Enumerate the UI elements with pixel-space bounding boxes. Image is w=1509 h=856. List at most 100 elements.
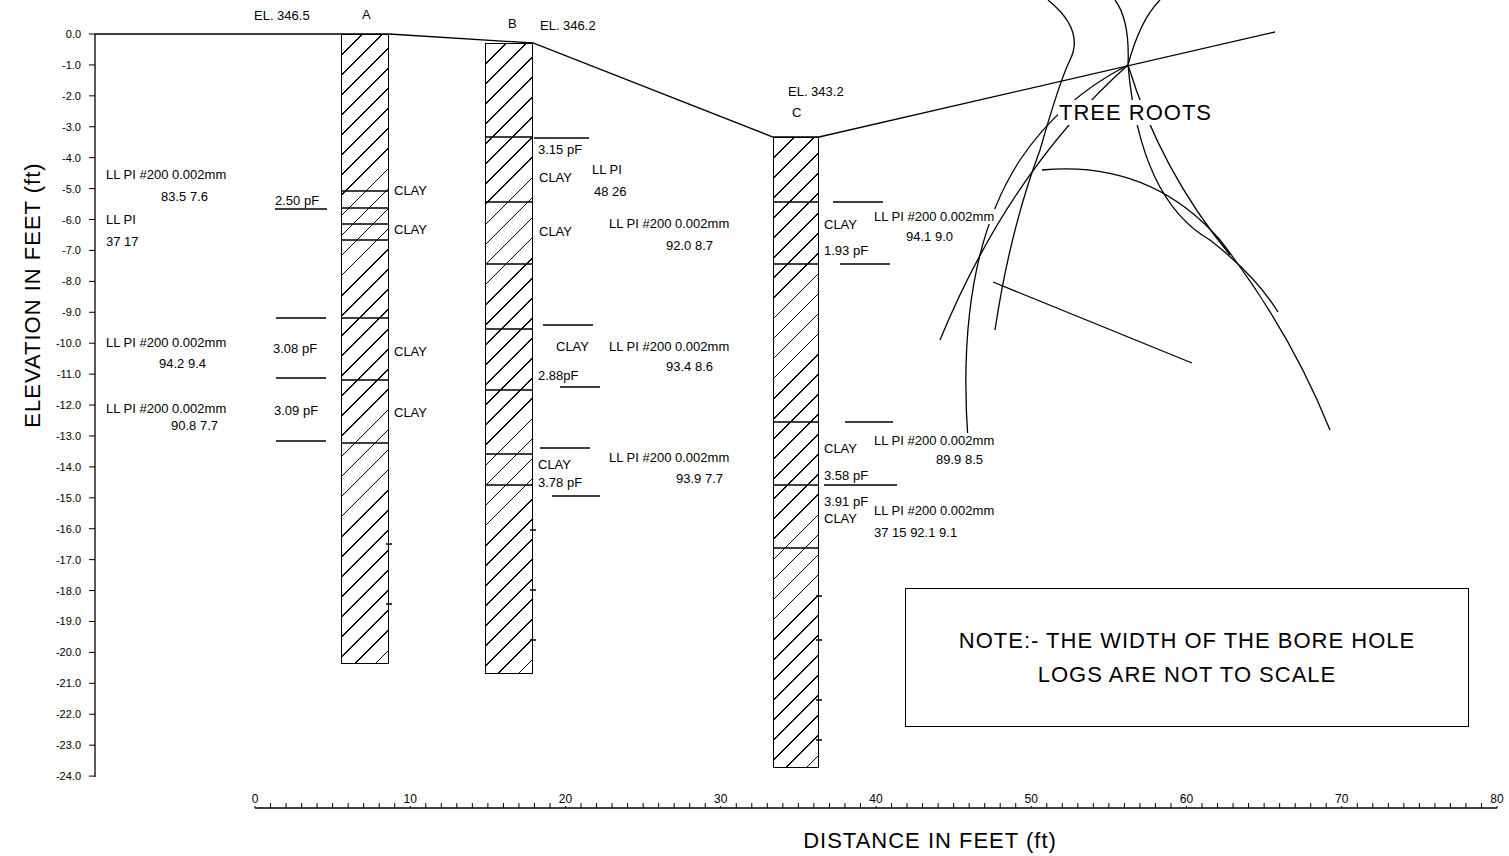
test-value: LL PI xyxy=(105,212,137,227)
test-value: 83.5 7.6 xyxy=(160,189,209,204)
test-value: CLAY xyxy=(393,344,428,359)
axis-tick xyxy=(379,803,380,808)
test-value: 92.0 8.7 xyxy=(665,238,714,253)
bore-hole-log: EL. 346.5A xyxy=(341,34,389,664)
axis-tick xyxy=(643,803,644,808)
axis-tick-label: -18.0 xyxy=(55,584,82,597)
axis-tick xyxy=(1077,803,1078,808)
axis-tick-label: -21.0 xyxy=(55,677,82,690)
test-value: CLAY xyxy=(823,511,858,526)
test-value: 37 17 xyxy=(105,234,140,249)
axis-tick xyxy=(89,590,95,591)
axis-tick xyxy=(1357,803,1358,808)
axis-tick-label: -13.0 xyxy=(55,429,82,442)
bore-layer-lines xyxy=(341,137,822,740)
test-value: CLAY xyxy=(393,183,428,198)
axis-title: ELEVATION IN FEET (ft) xyxy=(20,161,45,428)
test-value: 48 26 xyxy=(593,184,628,199)
axis-tick xyxy=(1450,803,1451,808)
axis-tick xyxy=(596,803,597,808)
test-value: 94.1 9.0 xyxy=(905,229,954,244)
test-value: LL PI #200 0.002mm xyxy=(105,167,227,182)
bore-heading: EL. 346.2 xyxy=(540,18,596,33)
axis-tick xyxy=(969,803,970,808)
axis-tick xyxy=(89,714,95,715)
test-value: LL PI #200 0.002mm xyxy=(105,401,227,416)
test-value: 90.8 7.7 xyxy=(170,418,219,433)
axis-tick xyxy=(332,803,333,808)
axis-tick xyxy=(348,803,349,808)
axis-tick-label: -2.0 xyxy=(61,89,82,102)
axis-tick-label: -5.0 xyxy=(61,182,82,195)
axis-tick xyxy=(782,803,783,808)
axis-tick xyxy=(89,466,95,467)
axis-tick xyxy=(89,64,95,65)
test-value: 3.08 pF xyxy=(272,341,318,356)
axis-tick xyxy=(89,435,95,436)
axis-tick-label: 0.0 xyxy=(65,28,82,41)
axis-tick xyxy=(1372,803,1373,808)
axis-tick-label: -20.0 xyxy=(55,646,82,659)
axis-tick-label: 80 xyxy=(1489,792,1504,806)
axis-tick xyxy=(487,803,488,808)
axis-tick-label: 0 xyxy=(251,792,260,806)
axis-tick xyxy=(89,683,95,684)
axis-tick xyxy=(1170,803,1171,808)
axis-tick xyxy=(1046,803,1047,808)
axis-tick-label: -8.0 xyxy=(61,275,82,288)
axis-tick xyxy=(89,126,95,127)
axis-tick-label: -22.0 xyxy=(55,708,82,721)
note-text: NOTE:- THE WIDTH OF THE BORE HOLE LOGS A… xyxy=(952,624,1422,692)
axis-tick xyxy=(1310,803,1311,808)
bore-heading: C xyxy=(792,105,801,120)
test-value: 3.91 pF xyxy=(823,494,869,509)
note-box: NOTE:- THE WIDTH OF THE BORE HOLE LOGS A… xyxy=(905,588,1469,727)
axis-tick-label: 70 xyxy=(1334,792,1349,806)
bore-heading: EL. 343.2 xyxy=(788,84,844,99)
axis-tick xyxy=(1093,803,1094,808)
axis-tick xyxy=(1062,803,1063,808)
axis-tick xyxy=(89,34,95,35)
axis-tick xyxy=(938,803,939,808)
axis-tick xyxy=(441,803,442,808)
test-value: 3.58 pF xyxy=(823,468,869,483)
test-value: CLAY xyxy=(538,224,573,239)
axis-tick xyxy=(1279,803,1280,808)
axis-tick xyxy=(89,343,95,344)
axis-tick xyxy=(472,803,473,808)
axis-tick xyxy=(1155,803,1156,808)
axis-tick xyxy=(89,528,95,529)
axis-tick xyxy=(1108,803,1109,808)
ground-line xyxy=(95,32,1275,137)
test-value: 2.50 pF xyxy=(274,193,320,208)
test-value: CLAY xyxy=(555,339,590,354)
axis-tick xyxy=(89,621,95,622)
test-value: LL PI #200 0.002mm xyxy=(608,216,730,231)
axis-tick-label: -7.0 xyxy=(61,244,82,257)
axis-tick xyxy=(89,219,95,220)
axis-tick xyxy=(705,803,706,808)
axis-tick xyxy=(891,803,892,808)
test-value: LL PI #200 0.002mm xyxy=(105,335,227,350)
test-value: CLAY xyxy=(537,457,572,472)
axis-tick xyxy=(89,559,95,560)
axis-tick xyxy=(984,803,985,808)
axis-tick xyxy=(736,803,737,808)
axis-tick xyxy=(549,803,550,808)
axis-tick xyxy=(456,803,457,808)
axis-tick xyxy=(89,157,95,158)
axis-tick xyxy=(907,803,908,808)
axis-tick xyxy=(658,803,659,808)
axis-tick xyxy=(89,95,95,96)
axis-tick-label: 50 xyxy=(1024,792,1039,806)
axis-tick xyxy=(1139,803,1140,808)
axis-tick xyxy=(953,803,954,808)
bore-hole-log: EL. 343.2C xyxy=(773,137,819,768)
axis-tick xyxy=(1217,803,1218,808)
test-value: 3.78 pF xyxy=(537,475,583,490)
axis-title: DISTANCE IN FEET (ft) xyxy=(802,828,1058,853)
axis-tick-label: 30 xyxy=(713,792,728,806)
tree-roots xyxy=(940,0,1330,440)
bore-heading: B xyxy=(508,16,517,31)
axis-tick xyxy=(89,405,95,406)
